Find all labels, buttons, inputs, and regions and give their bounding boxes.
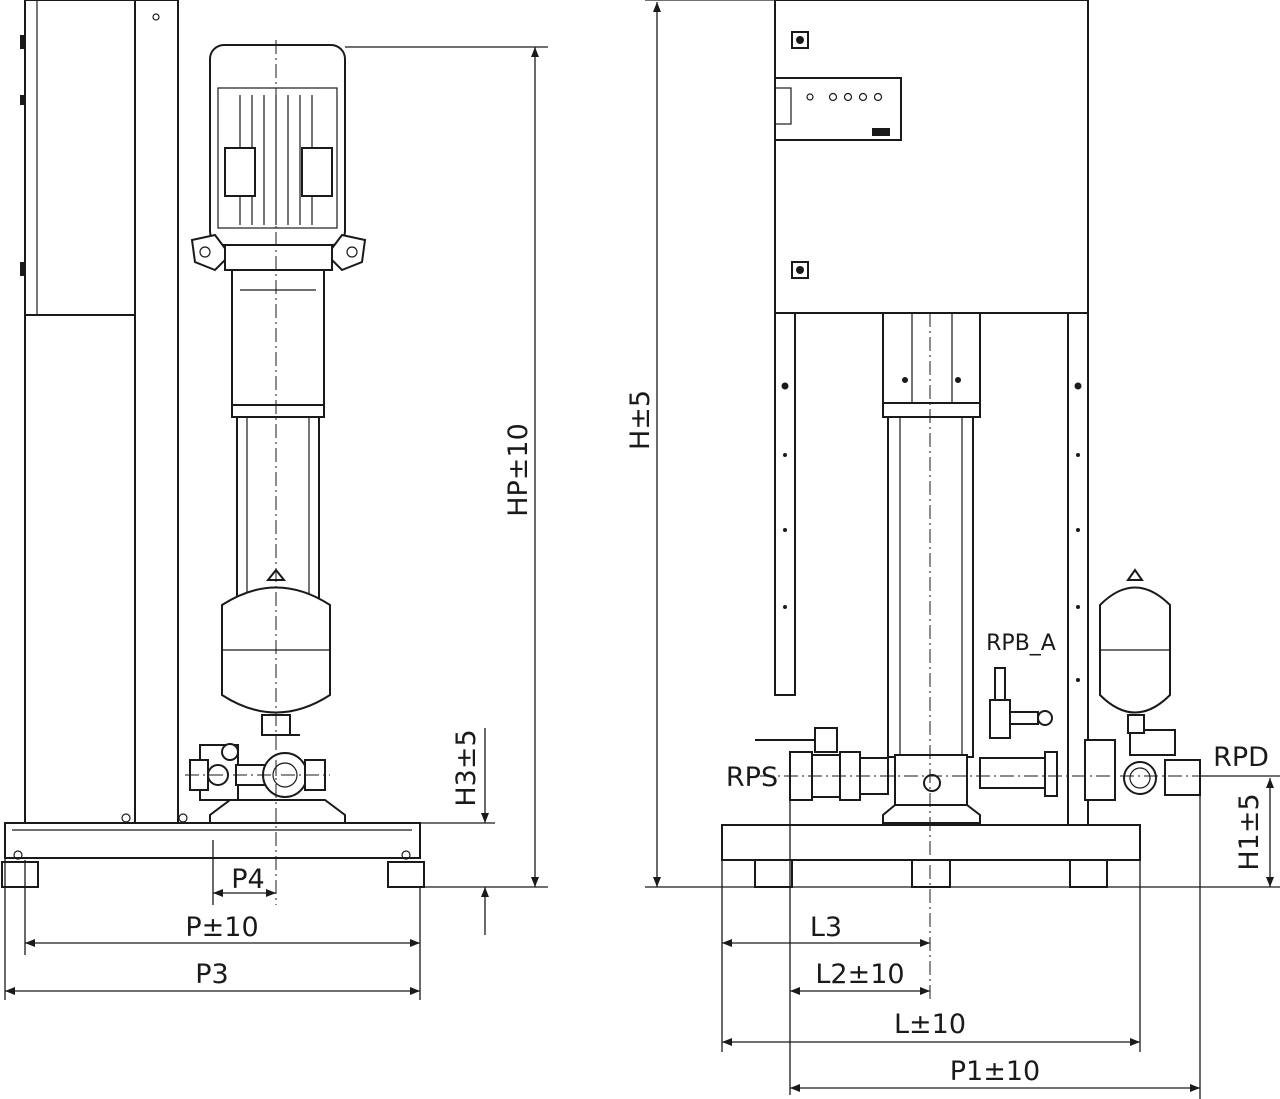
support-column: [24, 0, 179, 824]
dimension-l2: L2±10: [789, 800, 930, 1095]
pump-body: [231, 269, 325, 603]
dimension-h: H±5: [625, 0, 1280, 888]
connection-label-rpb-a: RPB_A: [986, 631, 1056, 656]
dimension-label-h: H±5: [625, 390, 656, 450]
dimension-p3: P3: [4, 858, 420, 1000]
dimension-label-h3: H3±5: [451, 729, 482, 806]
base-frame-front: [721, 824, 1141, 888]
dimension-label-p: P±10: [185, 912, 258, 943]
control-cabinet-front: [774, 0, 1089, 314]
dimension-h3: H3±5: [420, 728, 495, 935]
dimension-label-p3: P3: [195, 959, 228, 990]
pump-motor: [190, 44, 367, 272]
pump-foot-side: [209, 799, 346, 824]
dimension-label-p1: P1±10: [950, 1056, 1040, 1087]
expansion-tank-front: [1099, 568, 1171, 734]
pump-body-front: [882, 312, 981, 824]
connection-label-rpd: RPD: [1213, 742, 1269, 773]
control-panel: [774, 77, 902, 141]
dimension-label-l: L±10: [894, 1009, 966, 1040]
dimension-h1: H1±5: [1200, 775, 1280, 887]
dimension-hp: HP±10: [345, 46, 548, 888]
dimension-label-l2: L2±10: [815, 959, 904, 990]
connection-label-rps: RPS: [726, 762, 778, 793]
dimension-p: P±10: [24, 860, 421, 1000]
dimension-p1: P1±10: [790, 795, 1201, 1099]
discharge-valve-assembly: [979, 667, 1201, 801]
dimension-l: L±10: [722, 860, 1141, 1052]
side-view: HP±10 H3±5 P4 P±10 P3: [1, 0, 548, 1000]
dimension-label-hp: HP±10: [503, 423, 534, 517]
control-cabinet-side: [20, 0, 136, 316]
valve-assembly-side: [189, 734, 326, 801]
front-view: RPS RPD RPB_A H±5 H1±5 L3 L2±10 L±: [625, 0, 1280, 1099]
dimension-label-p4: P4: [231, 864, 264, 895]
dimension-label-h1: H1±5: [1234, 793, 1265, 870]
dimension-l3: L3: [721, 860, 930, 1052]
dimension-p4: P4: [212, 840, 276, 905]
dimension-label-l3: L3: [810, 912, 842, 943]
